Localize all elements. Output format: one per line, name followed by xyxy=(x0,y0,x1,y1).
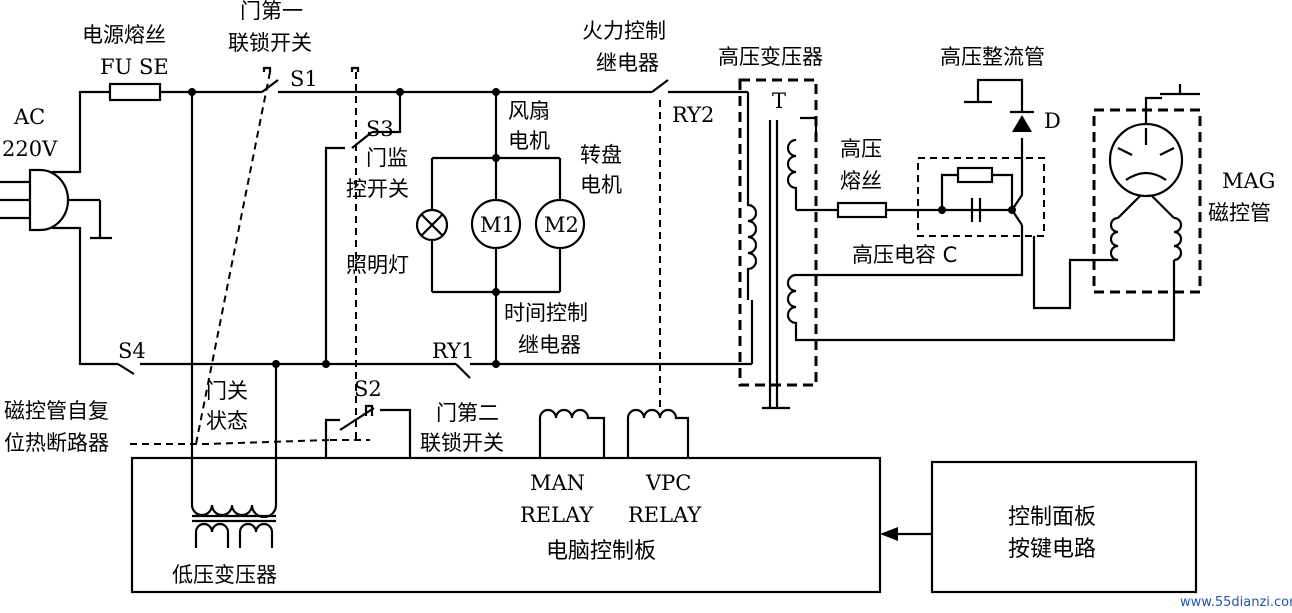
lv-transformer-symbol xyxy=(190,92,278,548)
turntable-label-line2: 电机 xyxy=(580,173,622,197)
vpc-relay-coil xyxy=(626,408,690,458)
hv-fuse-symbol xyxy=(836,201,888,219)
hv-fuse-label-line1: 高压 xyxy=(840,137,882,161)
s3-label-line1: 门监 xyxy=(366,146,408,170)
power-fuse-label: 电源熔丝 xyxy=(82,23,166,47)
timer-relay-label-line2: 继电器 xyxy=(518,333,581,357)
door-state-label-line2: 状态 xyxy=(206,409,248,433)
m2-tag: M2 xyxy=(544,213,579,237)
turntable-motor-symbol xyxy=(534,198,586,250)
s3-label-line2: 控开关 xyxy=(346,177,409,201)
man-relay-label-line2: RELAY xyxy=(520,503,594,527)
man-relay-coil xyxy=(538,408,606,458)
man-relay-label-line1: MAN xyxy=(530,471,585,495)
s1-tag: S1 xyxy=(290,67,318,91)
control-board-label: 电脑控制板 xyxy=(546,539,656,564)
breaker-label-line2: 位热断路器 xyxy=(4,431,109,455)
hv-diode-symbol xyxy=(1010,110,1034,132)
door-state-label-line1: 门关 xyxy=(206,379,248,403)
fan-label-line2: 电机 xyxy=(508,129,550,153)
s2-switch-symbol xyxy=(324,404,412,458)
power-fuse-symbol xyxy=(108,82,162,102)
magnetron-symbol xyxy=(794,84,1202,342)
diode-tag: D xyxy=(1044,109,1061,133)
m1-tag: M1 xyxy=(480,213,515,237)
ac-label: AC xyxy=(13,105,45,129)
s3-branch xyxy=(324,66,402,364)
ry2-tag: RY2 xyxy=(672,103,714,127)
ry2-contact-blade xyxy=(651,79,669,93)
control-panel-label-line1: 控制面板 xyxy=(1008,505,1096,530)
hv-diode-label: 高压整流管 xyxy=(940,45,1045,69)
vpc-relay-label-line1: VPC xyxy=(645,471,691,495)
panel-to-board-arrow xyxy=(880,527,932,541)
s3-tag: S3 xyxy=(366,117,394,141)
top-rail-wire xyxy=(108,79,750,140)
hv-transformer-symbol xyxy=(738,78,1024,410)
timer-relay-label-line1: 时间控制 xyxy=(504,301,588,325)
s2-label-line2: 联锁开关 xyxy=(420,431,504,455)
fan-motor-symbol xyxy=(470,198,522,250)
hv-output-circuit xyxy=(836,78,1045,240)
magnetron-label-line1: MAG xyxy=(1222,169,1275,193)
lamp-label: 照明灯 xyxy=(346,253,409,277)
s1-label-line2: 联锁开关 xyxy=(228,31,312,55)
load-branch xyxy=(415,92,586,364)
lamp-symbol xyxy=(415,208,449,242)
magnetron-label-line2: 磁控管 xyxy=(1208,201,1271,225)
ac-plug-symbol xyxy=(0,90,118,366)
watermark: www.55dianzi.com xyxy=(1180,595,1292,610)
control-panel-box xyxy=(930,460,1198,594)
power-relay-label-line2: 继电器 xyxy=(596,51,659,75)
control-board-box xyxy=(130,456,882,594)
fan-label-line1: 风扇 xyxy=(508,99,550,123)
hv-capacitor-label: 高压电容 C xyxy=(852,243,957,267)
hv-fuse-label-line2: 熔丝 xyxy=(840,169,882,193)
power-relay-label-line1: 火力控制 xyxy=(582,19,666,43)
s4-tag: S4 xyxy=(118,339,146,363)
breaker-label-line1: 磁控管自复 xyxy=(4,399,109,423)
s4-switch-blade xyxy=(117,363,135,375)
vpc-relay-label-line2: RELAY xyxy=(628,503,702,527)
lv-transformer-label: 低压变压器 xyxy=(172,563,277,587)
door-linkage-dashed xyxy=(130,66,661,445)
s2-label-line1: 门第二 xyxy=(436,401,499,425)
s1-switch-blade xyxy=(261,79,279,93)
relay-coils xyxy=(538,408,690,458)
ry1-tag: RY1 xyxy=(432,339,474,363)
ac-voltage-label: 220V xyxy=(2,137,58,161)
power-fuse-en-label: FU SE xyxy=(100,55,169,79)
turntable-label-line1: 转盘 xyxy=(580,143,622,167)
ry1-contact-blade xyxy=(455,363,471,379)
control-panel-label-line2: 按键电路 xyxy=(1008,537,1096,562)
s1-label-line1: 门第一 xyxy=(240,0,303,23)
s2-tag: S2 xyxy=(354,377,382,401)
transformer-tag: T xyxy=(772,89,786,113)
hv-transformer-label: 高压变压器 xyxy=(718,45,823,69)
bleeder-resistor-symbol xyxy=(956,166,994,184)
